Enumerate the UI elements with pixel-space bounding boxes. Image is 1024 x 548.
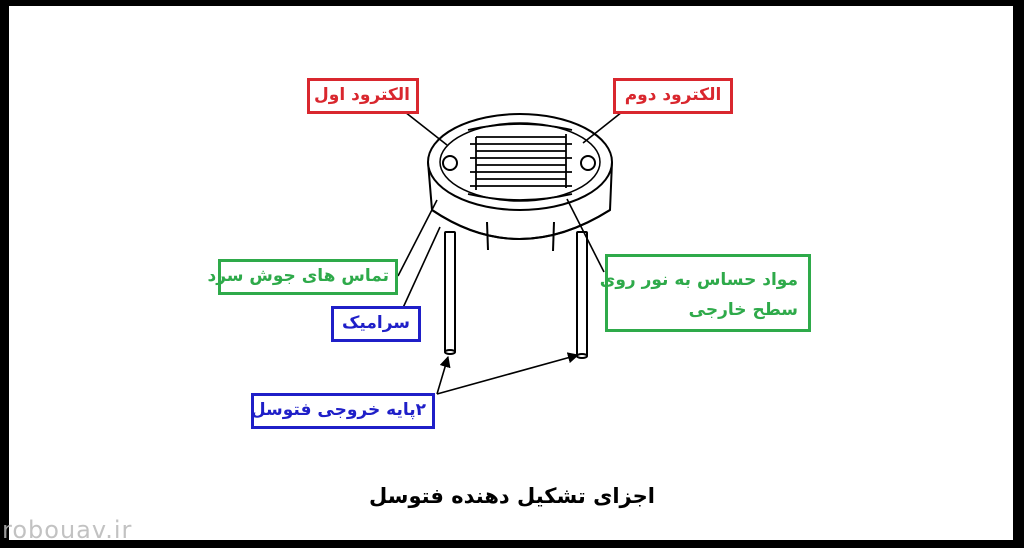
- leader-output-lead-left: [436, 355, 451, 395]
- site-watermark: robouav.ir: [2, 516, 133, 544]
- leader-output-lead-right: [436, 352, 580, 395]
- leader-sensitive-material: [566, 198, 605, 273]
- label-ceramic: سرامیک: [331, 306, 421, 342]
- leader-electrode-1: [404, 111, 448, 146]
- ceramic-body-drawing: [427, 113, 613, 252]
- leader-lines: [397, 111, 623, 395]
- label-electrode-2: الکترود دوم: [613, 78, 733, 114]
- leader-solder-contacts: [397, 199, 438, 277]
- label-solder-contacts: تماس های جوش سرد: [207, 259, 398, 295]
- label-sensitive-material: مواد حساس به نور روی سطح خارجی: [599, 254, 811, 332]
- label-output-leads: ۲پایه خروجی فتوسل: [251, 393, 435, 429]
- label-sensitive-material-line2: سطح خارجی: [688, 300, 798, 320]
- leader-ceramic: [401, 226, 441, 311]
- electrode-pattern-drawing: [442, 123, 596, 201]
- output-leads-drawing: [444, 231, 588, 359]
- label-sensitive-material-line1: مواد حساس به نور روی: [599, 270, 798, 290]
- leader-electrode-2: [582, 111, 623, 144]
- label-electrode-1: الکترود اول: [307, 78, 419, 114]
- diagram-title: اجزای تشکیل دهنده فتوسل: [369, 484, 655, 508]
- diagram-panel: [9, 6, 1013, 540]
